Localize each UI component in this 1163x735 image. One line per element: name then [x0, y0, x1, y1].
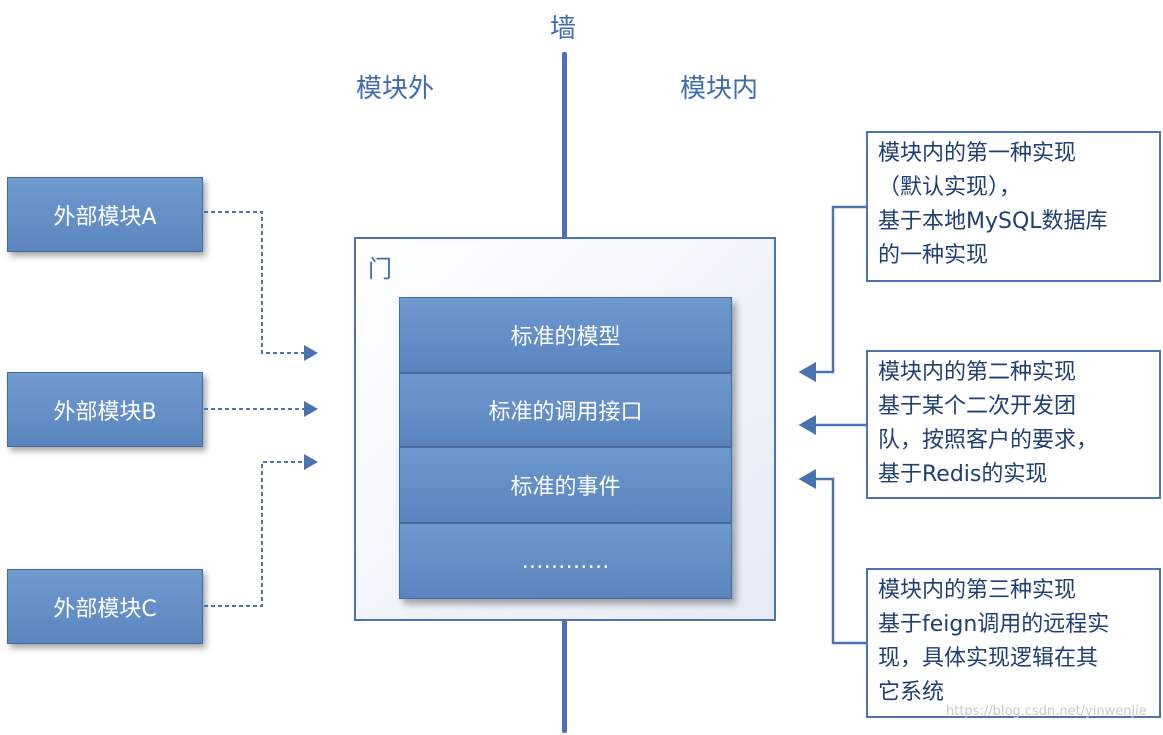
- door-title: 门: [368, 255, 392, 283]
- wall-line-bottom: [562, 620, 567, 733]
- arrow-a-to-door: [204, 211, 318, 361]
- wall-line-top: [562, 52, 567, 238]
- inside-label: 模块内: [680, 74, 759, 104]
- note-line: 基于Redis的实现: [878, 462, 1048, 487]
- note-line: 基于feign调用的远程实: [878, 612, 1110, 637]
- layer-standard-event[interactable]: 标准的事件: [399, 447, 732, 523]
- layer-more[interactable]: …………: [399, 523, 732, 599]
- note-line: （默认实现），: [878, 175, 1022, 200]
- arrow-impl3-to-door: [798, 469, 866, 645]
- note-line: 队，按照客户的要求，: [878, 428, 1099, 453]
- arrow-c-to-door: [204, 454, 318, 607]
- note-line: 现，具体实现逻辑在其: [878, 646, 1099, 671]
- arrow-impl1-to-door: [798, 205, 866, 382]
- note-line: 的一种实现: [878, 243, 989, 268]
- implementation-note-1: 模块内的第一种实现 （默认实现）， 基于本地MySQL数据库 的一种实现: [866, 131, 1161, 282]
- note-line: 模块内的第三种实现: [878, 578, 1077, 603]
- watermark: https://blog.csdn.net/yinwenjie: [946, 704, 1147, 719]
- external-module-b[interactable]: 外部模块B: [7, 372, 203, 447]
- note-line: 基于本地MySQL数据库: [878, 209, 1108, 234]
- wall-label: 墙: [550, 14, 577, 44]
- external-module-a[interactable]: 外部模块A: [7, 177, 203, 252]
- note-line: 模块内的第一种实现: [878, 141, 1077, 166]
- layer-standard-model[interactable]: 标准的模型: [399, 297, 732, 373]
- layer-standard-interface[interactable]: 标准的调用接口: [399, 373, 732, 447]
- note-line: 模块内的第二种实现: [878, 360, 1077, 385]
- note-line: 它系统: [878, 680, 945, 705]
- note-line: 基于某个二次开发团: [878, 394, 1077, 419]
- external-module-c[interactable]: 外部模块C: [7, 569, 203, 644]
- implementation-note-2: 模块内的第二种实现 基于某个二次开发团 队，按照客户的要求， 基于Redis的实…: [866, 350, 1161, 499]
- outside-label: 模块外: [356, 74, 435, 104]
- implementation-note-3: 模块内的第三种实现 基于feign调用的远程实 现，具体实现逻辑在其 它系统: [866, 568, 1161, 718]
